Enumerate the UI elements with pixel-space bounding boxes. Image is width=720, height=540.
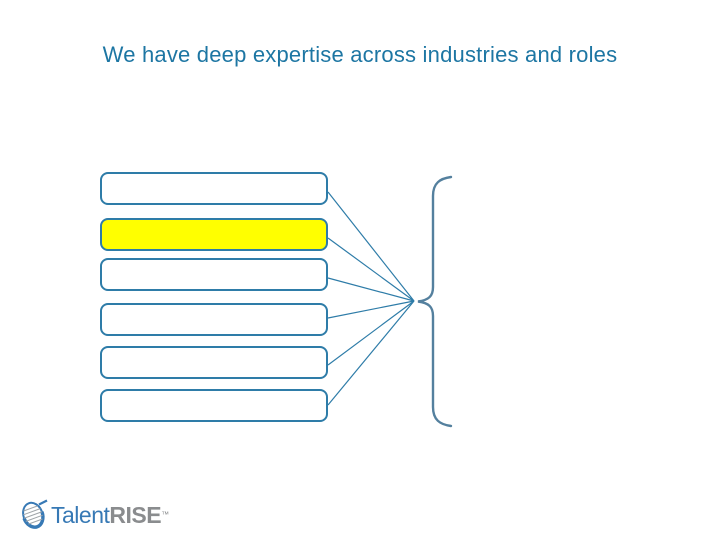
connector-line-2: [327, 237, 415, 302]
talentrise-helix-icon: [22, 499, 48, 529]
industry-box-3: [100, 258, 328, 291]
slide-title: We have deep expertise across industries…: [102, 42, 618, 67]
industry-box-4: [100, 303, 328, 336]
connector-line-4: [327, 300, 415, 319]
logo-text-talent: Talent: [51, 501, 110, 528]
connector-line-5: [327, 300, 415, 366]
industry-box-2: [100, 218, 328, 251]
industry-box-1: [100, 172, 328, 205]
connector-lines: [327, 191, 415, 406]
logo-trademark: ™: [161, 510, 170, 519]
connector-line-1: [327, 191, 415, 302]
logo-text-rise: RISE: [109, 501, 162, 528]
industry-box-5: [100, 346, 328, 379]
connector-line-3: [327, 277, 415, 302]
curly-brace: [417, 175, 453, 428]
industry-box-6: [100, 389, 328, 422]
connector-line-6: [327, 300, 415, 406]
